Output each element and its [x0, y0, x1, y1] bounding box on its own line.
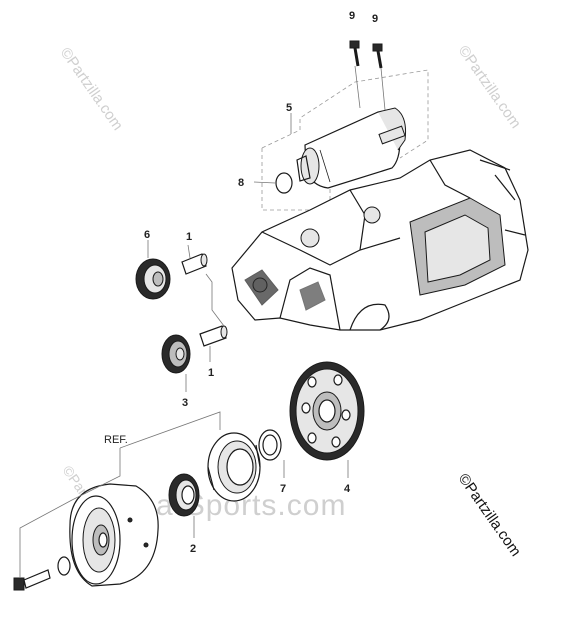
idler-gear-6: [135, 258, 171, 300]
callout-8: 8: [238, 177, 244, 189]
leader-1-upper: [187, 244, 191, 259]
callout-ref: REF.: [104, 434, 128, 446]
bolt-leader-right: [380, 67, 386, 111]
idler-gear-3: [161, 334, 191, 374]
callout-9-right: 9: [372, 13, 378, 25]
callout-6: 6: [144, 229, 150, 241]
flywheel-bolt: [13, 569, 51, 591]
callout-3: 3: [182, 397, 188, 409]
watermark-left-top: ©Partzilla.com: [57, 45, 127, 134]
callout-7: 7: [280, 483, 286, 495]
one-way-bearing-2: [168, 473, 200, 517]
watermark-right-bottom: ©Partzilla.com: [455, 471, 525, 560]
callout-9-left: 9: [349, 10, 355, 22]
callout-2: 2: [190, 543, 196, 555]
shaft-1-upper: [181, 253, 208, 275]
callout-1-lower: 1: [208, 367, 214, 379]
leader-8: [253, 181, 276, 184]
bolt-leader-left: [354, 65, 361, 109]
crankcase: [231, 149, 529, 331]
clutch-housing: [207, 432, 261, 502]
flywheel-washer: [57, 556, 71, 576]
starter-driven-gear-4: [289, 361, 365, 461]
o-ring: [275, 172, 293, 194]
ref-bracket-left: [19, 448, 121, 578]
starter-group-frame: [261, 69, 429, 211]
starter-motor: [296, 107, 406, 189]
callout-5: 5: [286, 102, 292, 114]
shaft-1-lower: [199, 325, 228, 347]
shaft-path-line: [205, 273, 225, 327]
flywheel-rotor: [69, 483, 159, 587]
watermark-right-top: ©Partzilla.com: [455, 43, 525, 132]
callout-4: 4: [344, 483, 351, 495]
callout-1-upper: 1: [186, 231, 192, 243]
washer-7: [258, 429, 282, 461]
bolt-9-left: [349, 40, 360, 67]
bolt-9-right: [372, 43, 383, 69]
ref-bracket-top: [119, 411, 221, 449]
